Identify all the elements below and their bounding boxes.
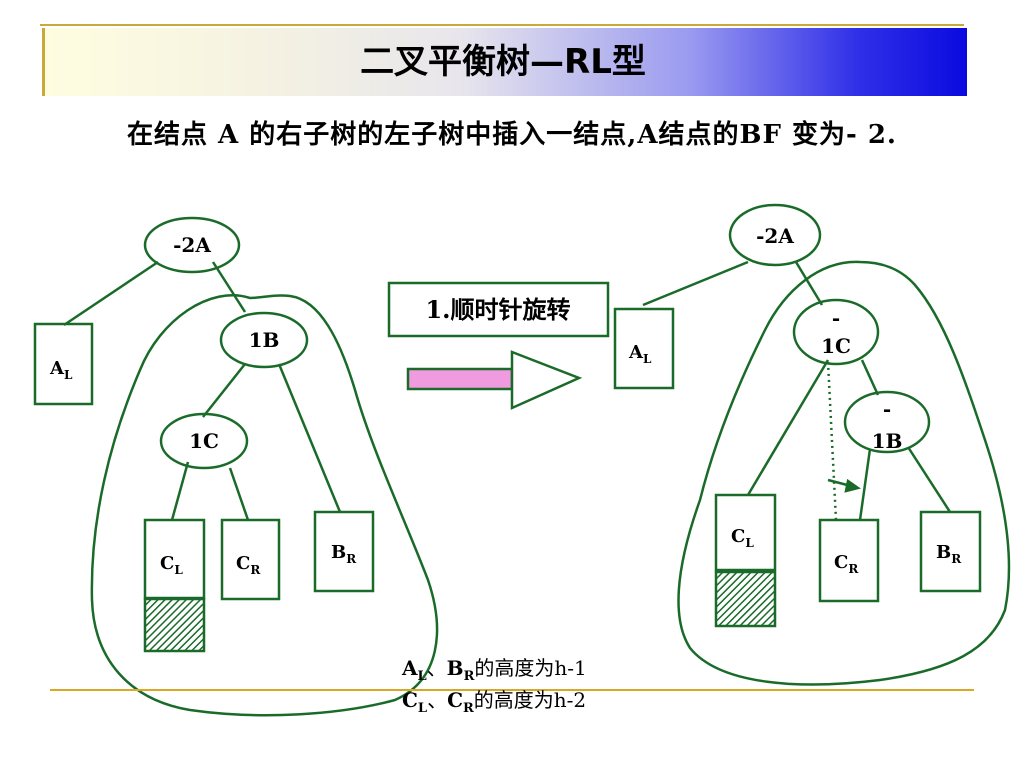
right-node-b-label: 1B — [872, 429, 903, 453]
left-node-c-label: 1C — [189, 429, 219, 453]
edge-c-cr — [228, 467, 250, 521]
edge-c-cl — [170, 461, 190, 521]
left-box-br-label: BR — [331, 542, 357, 566]
edge-a-b — [211, 261, 247, 313]
left-node-a-label: -2A — [173, 233, 211, 257]
left-node-b-label: 1B — [249, 328, 280, 352]
right-box-al-label: AL — [628, 342, 652, 366]
left-node-c — [159, 412, 249, 470]
left-node-b — [219, 311, 309, 369]
left-box-al — [33, 322, 94, 406]
right-box-cl — [714, 493, 777, 572]
left-box-al-label: AL — [49, 358, 73, 382]
edge-b-c — [202, 363, 246, 418]
rotation-arrow-head — [510, 350, 583, 410]
right-box-br-label: BR — [936, 542, 962, 566]
slide-title: 二叉平衡树—RL型 — [360, 42, 646, 82]
edge-c-cl — [746, 359, 830, 496]
rotation-arrow-shaft — [406, 367, 514, 391]
right-tree — [613, 203, 1011, 686]
left-subtree-outline — [90, 294, 439, 717]
left-box-cl-label: CL — [160, 553, 183, 577]
height-note-2: CL、CR的高度为h-2 — [402, 688, 587, 716]
rotation-label: 1.顺时针旋转 — [425, 295, 570, 324]
right-node-c-label: 1C — [821, 334, 851, 358]
right-cl-hatched-extra — [714, 570, 777, 628]
right-node-b — [843, 390, 931, 454]
edge-b-br — [906, 446, 952, 513]
right-node-b-sign: - — [883, 397, 891, 421]
title-bar — [42, 28, 967, 96]
edge-a-c — [794, 261, 824, 306]
right-box-cl-label: CL — [731, 526, 754, 550]
left-node-a — [143, 216, 241, 274]
right-node-a — [728, 203, 822, 267]
right-node-c — [792, 298, 880, 366]
left-tree-labels: -2A 1B 1C AL CL CR BR — [49, 233, 357, 577]
right-box-br — [919, 510, 982, 593]
edge-b-cr — [858, 448, 872, 521]
right-box-cr-label: CR — [834, 552, 859, 576]
left-tree — [33, 216, 439, 717]
bottom-rule — [50, 689, 974, 691]
rotation-operation: 1.顺时针旋转 — [387, 281, 610, 410]
height-note-1: AL、BR的高度为h-1 — [402, 656, 587, 684]
right-box-al — [613, 307, 675, 390]
left-box-cr — [220, 518, 281, 601]
left-box-br — [313, 510, 375, 593]
top-rule — [40, 24, 964, 26]
left-box-cl — [143, 518, 206, 600]
right-node-c-sign: - — [832, 306, 840, 330]
edge-a-al — [642, 260, 749, 307]
left-box-cr-label: CR — [236, 553, 261, 577]
old-link-dotted — [826, 361, 838, 521]
left-cl-hatched-extra — [143, 597, 206, 653]
slide-subtitle: 在结点 A 的右子树的左子树中插入一结点,A结点的BF 变为- 2. — [127, 120, 897, 150]
edge-c-b — [860, 359, 880, 396]
rotation-label-box — [387, 281, 610, 338]
right-tree-labels: -2A - 1C - 1B AL CL CR BR — [628, 224, 962, 576]
edge-b-br — [277, 363, 342, 513]
right-box-cr — [818, 518, 880, 603]
edge-a-al — [63, 260, 159, 327]
right-subtree-outline — [677, 260, 1011, 686]
right-node-a-label: -2A — [756, 224, 794, 248]
move-arrow-head — [844, 478, 861, 493]
